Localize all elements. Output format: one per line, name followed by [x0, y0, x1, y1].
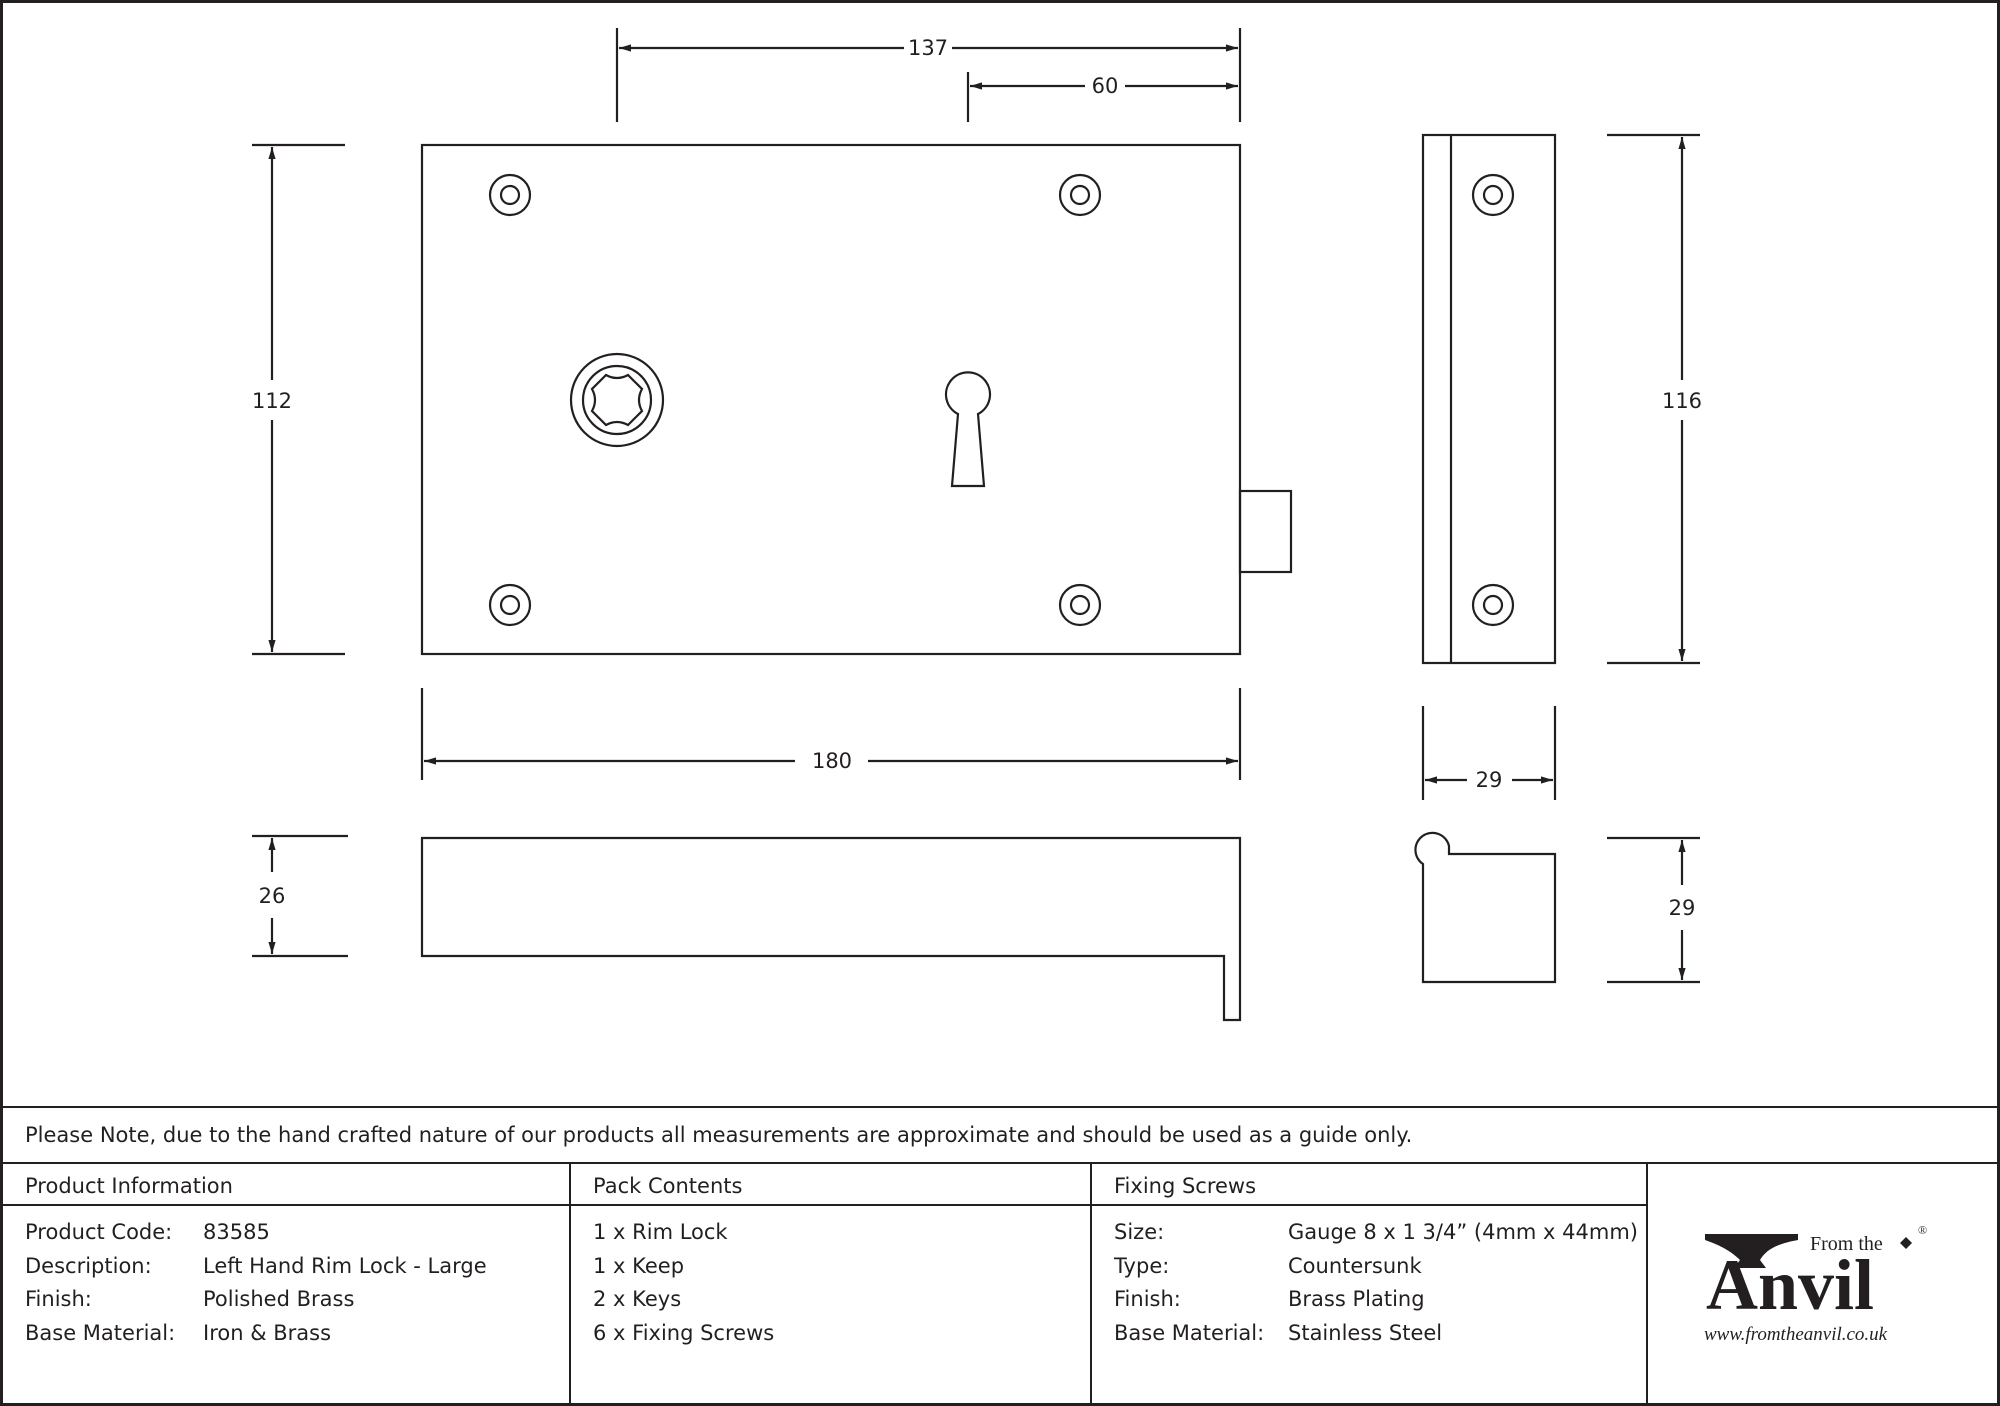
pack-item-text: 1 x Keep — [593, 1253, 685, 1278]
screw-hole — [1471, 583, 1515, 627]
dimension-label-60: 60 — [1092, 74, 1119, 98]
keyhole — [944, 371, 992, 488]
list-item: 6 x Fixing Screws — [593, 1321, 1082, 1355]
dimension-label-26: 26 — [259, 884, 286, 908]
screw-hole — [1058, 583, 1102, 627]
logo-url: www.fromtheanvil.co.uk — [1704, 1324, 1888, 1345]
info-label: Base Material: — [25, 1320, 176, 1345]
screw-hole — [1471, 173, 1515, 217]
logo-line1: From the — [1810, 1233, 1883, 1255]
info-value: Left Hand Rim Lock - Large — [203, 1253, 487, 1278]
info-label: Finish: — [1114, 1287, 1181, 1311]
dimension-29-keep — [1607, 836, 1700, 984]
dimension-180 — [420, 688, 1242, 780]
info-row: Description: Left Hand Rim Lock - Large — [25, 1254, 561, 1288]
panel-title: Fixing Screws — [1114, 1174, 1257, 1198]
product-information-panel: Product Information Product Code: 83585 D… — [3, 1164, 571, 1403]
lock-front-view — [420, 143, 1293, 656]
info-value: Countersunk — [1288, 1253, 1422, 1278]
info-value: Brass Plating — [1288, 1287, 1425, 1311]
fixing-screws-panel: Fixing Screws Size: Gauge 8 x 1 3/4” (4mm… — [1092, 1164, 1648, 1403]
info-value: 83585 — [203, 1220, 270, 1244]
pack-contents-panel: Pack Contents 1 x Rim Lock 1 x Keep 2 x … — [571, 1164, 1092, 1403]
lock-bottom-view — [420, 836, 1242, 1022]
snib-knob — [569, 352, 665, 448]
info-row: Finish: Polished Brass — [25, 1287, 561, 1321]
dimension-label-180: 180 — [812, 749, 852, 773]
dimension-label-112: 112 — [252, 389, 292, 413]
info-label: Product Code: — [25, 1220, 173, 1244]
dimension-112 — [252, 143, 345, 656]
info-row: Base Material: Iron & Brass — [25, 1321, 561, 1355]
technical-drawing: 137 60 112 180 116 29 26 29 — [252, 28, 1702, 1022]
lock-bolt — [1238, 489, 1293, 574]
dimension-label-116: 116 — [1662, 389, 1702, 413]
screw-hole — [488, 173, 532, 217]
info-row: Size: Gauge 8 x 1 3/4” (4mm x 44mm) — [1114, 1220, 1638, 1254]
info-row: Finish: Brass Plating — [1114, 1287, 1638, 1321]
dimension-29-depth — [1421, 706, 1557, 800]
logo-wordmark: Anvil — [1706, 1245, 1874, 1325]
dimension-137 — [615, 28, 1242, 122]
panel-header: Fixing Screws — [1092, 1164, 1646, 1206]
info-value: Polished Brass — [203, 1287, 355, 1311]
info-row: Product Code: 83585 — [25, 1220, 561, 1254]
panel-title: Pack Contents — [593, 1174, 743, 1198]
list-item: 2 x Keys — [593, 1287, 1082, 1321]
screw-hole — [1058, 173, 1102, 217]
info-value: Gauge 8 x 1 3/4” (4mm x 44mm) — [1288, 1220, 1638, 1244]
info-label: Description: — [25, 1253, 152, 1278]
info-row: Type: Countersunk — [1114, 1254, 1638, 1288]
info-label: Finish: — [25, 1287, 92, 1311]
lock-case-outline — [420, 143, 1242, 656]
screw-hole — [488, 583, 532, 627]
panel-header: Pack Contents — [571, 1164, 1090, 1206]
note-text: Please Note, due to the hand crafted nat… — [25, 1123, 1413, 1147]
info-label: Base Material: — [1114, 1320, 1265, 1345]
list-item: 1 x Keep — [593, 1254, 1082, 1288]
dimension-label-29-keep: 29 — [1669, 896, 1696, 920]
info-label: Size: — [1114, 1220, 1165, 1244]
info-value: Stainless Steel — [1288, 1320, 1443, 1345]
panel-header: Product Information — [3, 1164, 569, 1206]
keep-view — [1414, 831, 1557, 984]
diamond-icon — [1900, 1237, 1912, 1249]
measurement-note: Please Note, due to the hand crafted nat… — [3, 1106, 1997, 1164]
panel-title: Product Information — [25, 1174, 233, 1198]
pack-item-text: 6 x Fixing Screws — [593, 1320, 775, 1345]
dimension-116 — [1607, 133, 1700, 665]
list-item: 1 x Rim Lock — [593, 1220, 1082, 1254]
dimension-26 — [252, 834, 348, 958]
lock-side-view — [1421, 133, 1557, 665]
info-label: Type: — [1114, 1253, 1170, 1278]
anvil-icon — [1705, 1234, 1798, 1268]
dimension-label-137: 137 — [908, 36, 948, 60]
info-row: Base Material: Stainless Steel — [1114, 1321, 1638, 1355]
logo-panel: From the ® Anvil www.fromtheanvil.co.uk — [1648, 1164, 1997, 1403]
dimension-60 — [966, 72, 1238, 122]
pack-item-text: 2 x Keys — [593, 1287, 682, 1311]
pack-item-text: 1 x Rim Lock — [593, 1220, 728, 1244]
registered-mark: ® — [1918, 1223, 1927, 1237]
from-the-anvil-logo: From the ® Anvil www.fromtheanvil.co.uk — [1704, 1223, 1927, 1345]
dimension-label-29-depth: 29 — [1476, 768, 1503, 792]
info-value: Iron & Brass — [203, 1320, 332, 1345]
